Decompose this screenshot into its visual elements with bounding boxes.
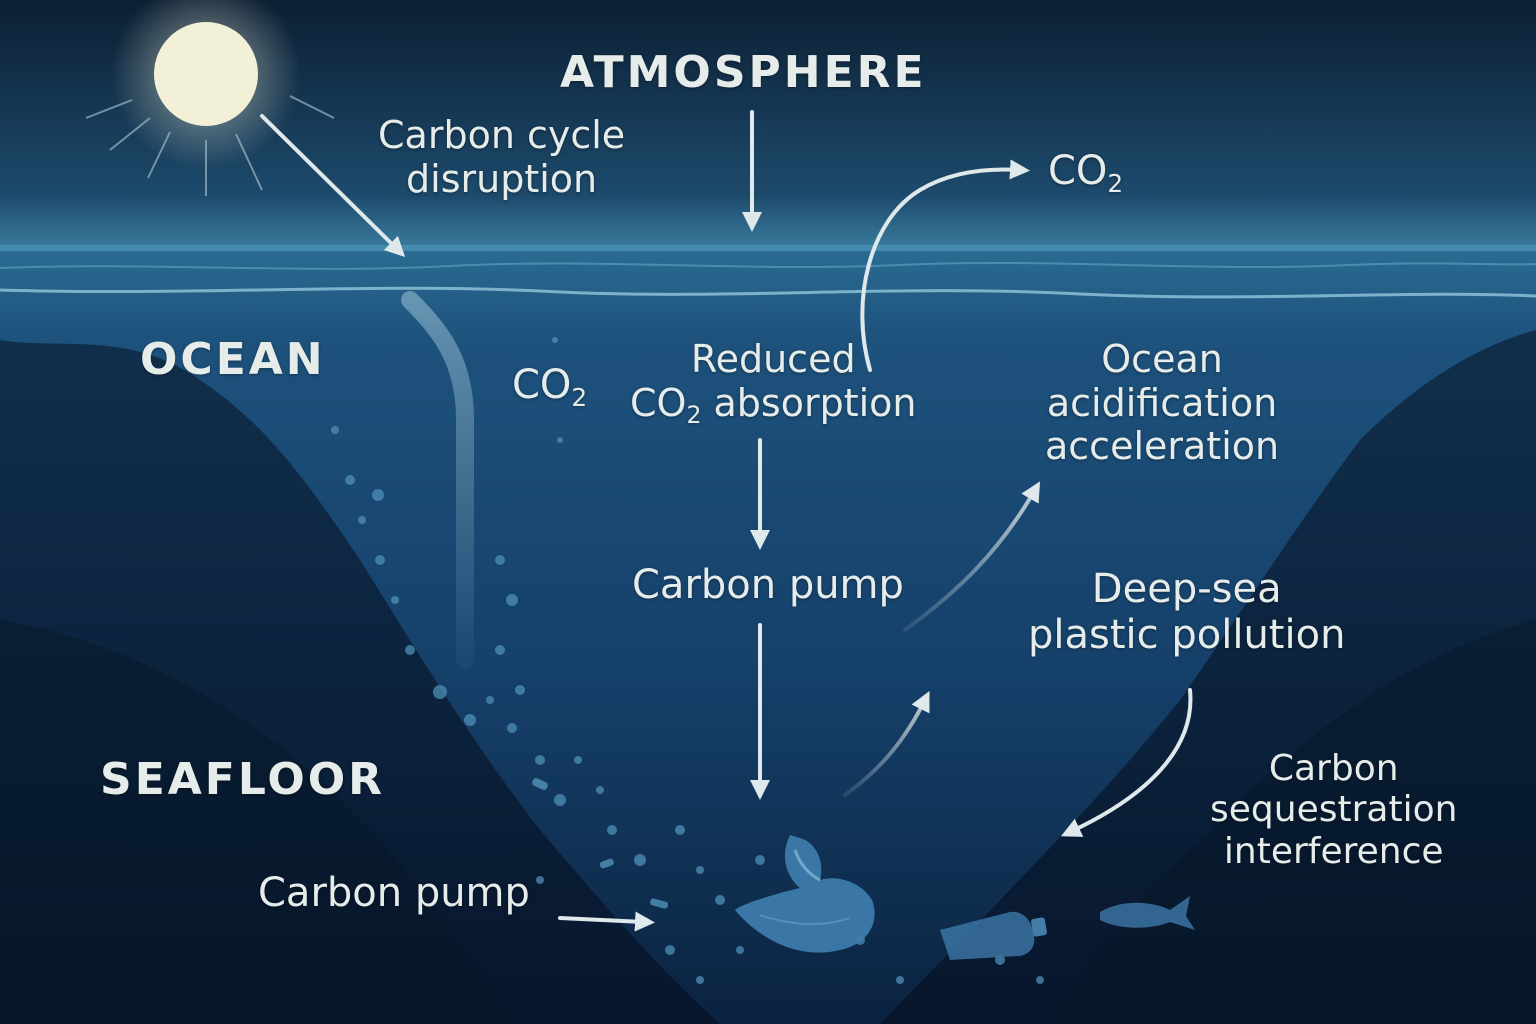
label-co2-atmosphere: CO2 <box>1048 148 1124 198</box>
label-carbon-sequestration-interference: Carbon sequestration interference <box>1210 748 1458 872</box>
fish-icon <box>1100 896 1195 930</box>
zone-atmosphere: ATMOSPHERE <box>560 47 927 98</box>
arrow-bottom-pump <box>558 911 655 932</box>
label-ocean-acidification: Ocean acidification acceleration <box>1045 337 1280 469</box>
zone-ocean: OCEAN <box>140 334 326 385</box>
arrow-to-sequestration <box>1060 688 1193 837</box>
sun-icon <box>154 22 258 126</box>
arrow-seafloor-to-plastic <box>843 691 930 797</box>
label-reduced-co2-absorption: Reduced CO2 absorption <box>630 337 917 430</box>
plastic-bottle-icon <box>940 911 1047 960</box>
arrow-co2-release <box>860 159 1030 372</box>
label-deep-sea-plastic-pollution: Deep-sea plastic pollution <box>1028 566 1346 658</box>
microplastic-particles <box>331 337 1044 984</box>
arrow-pump-to-acidification <box>903 481 1041 632</box>
label-co2-ocean: CO2 <box>512 362 588 412</box>
label-carbon-pump-bottom: Carbon pump <box>258 870 530 916</box>
label-carbon-cycle-disruption: Carbon cycle disruption <box>378 113 626 201</box>
flow-arrows <box>260 110 1193 932</box>
sun-rays <box>85 95 335 196</box>
label-carbon-pump-mid: Carbon pump <box>632 562 904 608</box>
zone-seafloor: SEAFLOOR <box>100 754 386 805</box>
arrow-sun-to-surface <box>260 114 406 258</box>
plastic-bag-icon <box>735 835 875 953</box>
